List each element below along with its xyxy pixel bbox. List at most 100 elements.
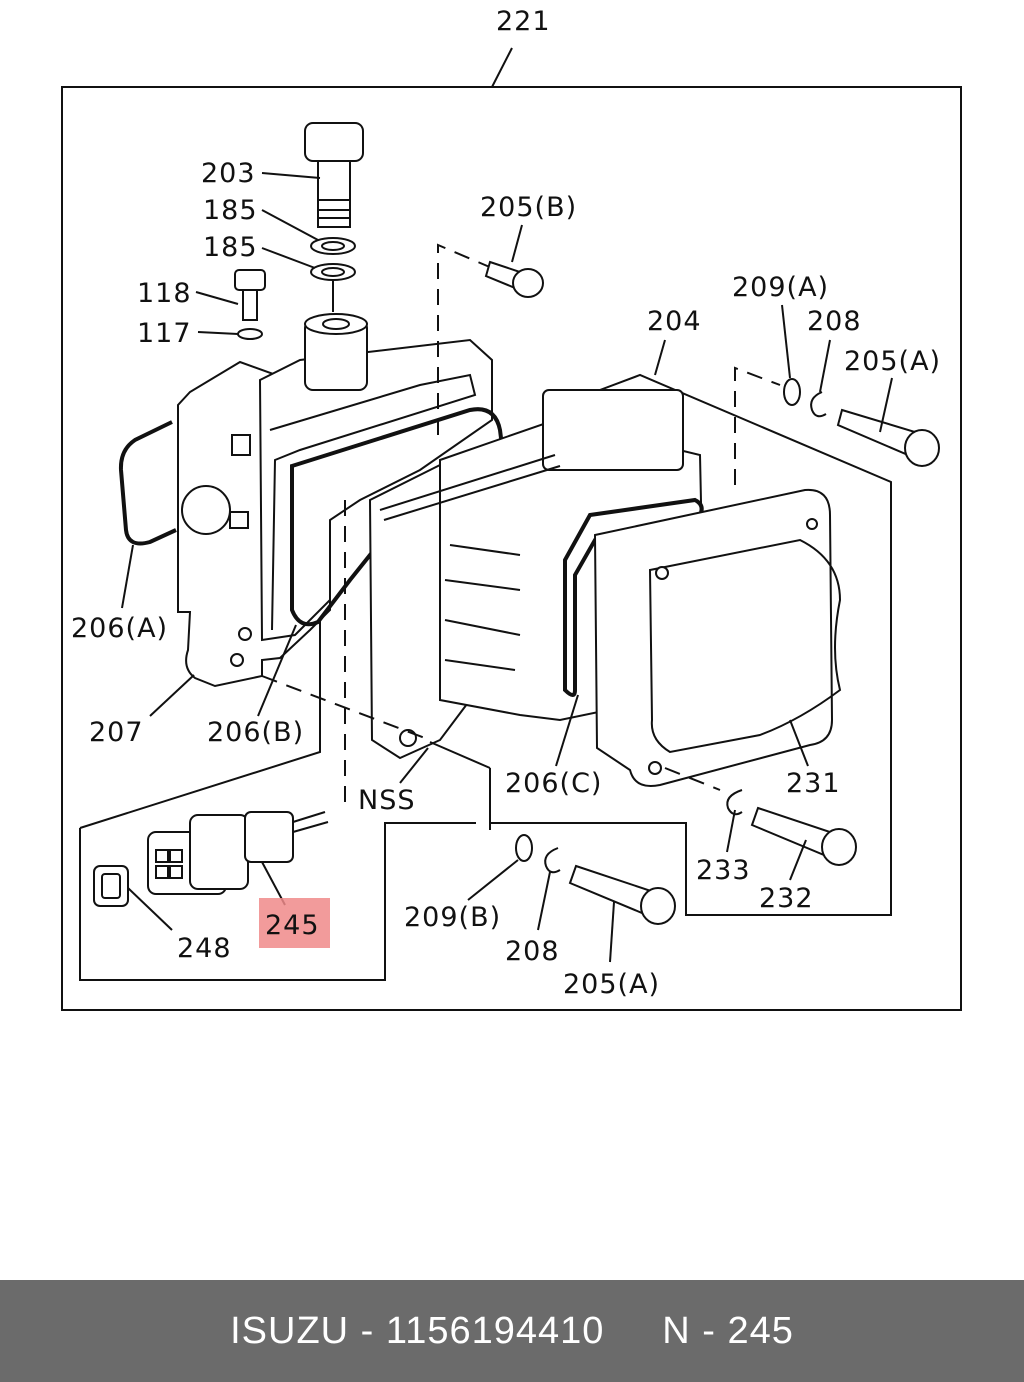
washer-209b (515, 834, 533, 862)
connector-245-rear (189, 814, 249, 890)
bolt-205a-top (836, 408, 917, 457)
cover-hole-3 (806, 518, 818, 530)
leader-209a (781, 304, 791, 379)
clip-208a (810, 391, 827, 418)
leader-185a (261, 209, 319, 241)
leader-208a (819, 339, 831, 393)
footer-brand: ISUZU (230, 1309, 350, 1352)
label-221: 221 (496, 6, 551, 37)
right-group-box (490, 373, 892, 916)
leader-221 (491, 47, 513, 88)
leader-231 (789, 719, 809, 767)
dash-233 (664, 767, 721, 791)
footer-ref: N - 245 (662, 1309, 794, 1352)
bolt-118-shank (242, 289, 258, 321)
washer-117 (237, 328, 263, 340)
housing-tab (229, 511, 249, 529)
connector-245-pin4 (169, 865, 183, 879)
label-118: 118 (137, 278, 192, 309)
washer-185a-hole (321, 241, 345, 251)
label-248: 248 (177, 933, 232, 964)
leader-208b (537, 871, 551, 931)
leader-206a (121, 544, 134, 609)
label-233: 233 (696, 855, 751, 886)
hole-2 (230, 653, 244, 667)
housing-boss (181, 485, 231, 535)
label-245: 245 (265, 910, 320, 941)
bolt-232 (750, 806, 832, 857)
dash-bottom-2 (429, 741, 491, 769)
footer-banner: ISUZU - 1156194410 N - 245 (0, 1280, 1024, 1382)
connector-245-pin2 (169, 849, 183, 863)
leader-205a-bot (609, 901, 615, 963)
footer-gap (604, 1310, 662, 1353)
label-207: 207 (89, 717, 144, 748)
bolt-232-head (821, 828, 857, 866)
label-185b: 185 (203, 232, 258, 263)
plate-inner-rim (269, 373, 477, 631)
clip-208b (544, 847, 561, 874)
bolt-205a-bot-head (640, 887, 676, 925)
leader-204 (654, 339, 666, 376)
label-208a: 208 (807, 306, 862, 337)
leader-207 (149, 674, 195, 717)
leader-232 (789, 839, 807, 881)
connector-245-wire1 (292, 811, 326, 823)
rod-2 (383, 465, 561, 521)
footer-sep: - (349, 1309, 386, 1352)
label-209a: 209(A) (732, 272, 829, 303)
leader-nss (399, 747, 429, 784)
leader-248 (127, 887, 173, 931)
tower-bore (322, 318, 350, 330)
label-232: 232 (759, 883, 814, 914)
label-209b: 209(B) (404, 902, 501, 933)
leader-117 (197, 331, 239, 335)
label-205a-top: 205(A) (844, 346, 941, 377)
cover-231-dome (648, 538, 842, 754)
connector-group-box-bottom (79, 822, 476, 981)
bolt-205b-head (512, 268, 544, 298)
label-185a: 185 (203, 195, 258, 226)
gasket-206a (118, 420, 177, 546)
label-205b: 205(B) (480, 192, 577, 223)
connector-245-pin1 (155, 849, 169, 863)
highlight-245 (259, 898, 330, 948)
seal-248-inner (101, 873, 121, 899)
washer-185b-hole (321, 267, 345, 277)
connector-245-wire2 (292, 821, 329, 833)
label-206a: 206(A) (71, 613, 168, 644)
leader-206b (257, 624, 297, 717)
label-231: 231 (786, 768, 841, 799)
leader-209b (467, 859, 519, 901)
leader-205a-top (879, 377, 893, 433)
block-top (542, 389, 684, 471)
cover-hole-1 (655, 566, 669, 580)
clip-233 (726, 789, 743, 816)
leader-245 (261, 861, 286, 906)
label-208b: 208 (505, 936, 560, 967)
connector-245-neck (244, 811, 294, 863)
label-206c: 206(C) (505, 768, 602, 799)
plate-204-ribs (444, 544, 521, 671)
label-204: 204 (647, 306, 702, 337)
diagram-frame (61, 86, 962, 1011)
cover-231 (593, 488, 834, 787)
label-203: 203 (201, 158, 256, 189)
label-nss: NSS (358, 785, 415, 816)
connector-245-pin3 (155, 865, 169, 879)
parts-diagram: 221 203 185 185 118 117 205(B) 209(A) 20… (61, 6, 962, 1011)
washer-209a (783, 378, 801, 406)
bolt-203-shank (317, 160, 351, 228)
label-205a-bot: 205(A) (563, 969, 660, 1000)
exploded-view-svg: 221 203 185 185 118 117 205(B) 209(A) 20… (61, 6, 962, 1011)
bolt-203-head (304, 122, 364, 162)
bolt-205a-bot (568, 864, 650, 915)
cover-hole-2 (648, 761, 662, 775)
rod-1 (379, 454, 556, 511)
housing-tab-2 (231, 434, 251, 456)
leader-205b (511, 224, 523, 263)
leader-203 (261, 172, 321, 179)
dash-209a (734, 366, 781, 485)
leader-233 (726, 809, 736, 853)
dash-205b (437, 243, 493, 435)
